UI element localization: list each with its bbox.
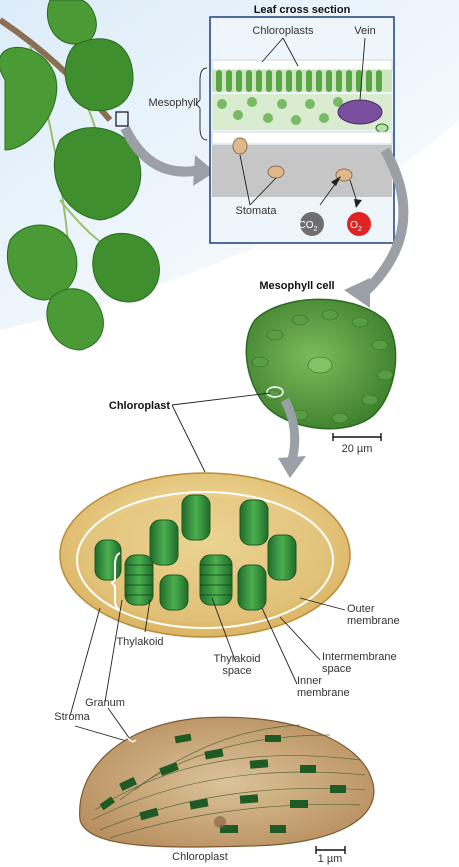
granum-bracket (110, 552, 121, 611)
micrograph-scale-bar (315, 846, 346, 854)
chloroplasts-label: Chloroplasts (252, 25, 314, 37)
chloroplast-micrograph (79, 716, 375, 848)
cell-scale-bar (332, 433, 382, 441)
stoma-mid (267, 165, 285, 179)
zoom-arrow-section-head (344, 278, 370, 308)
inner-membrane-label-2: membrane (297, 687, 350, 699)
mesophyll-cell-title: Mesophyll cell (259, 280, 334, 292)
intermembrane-label-2: space (322, 663, 351, 675)
leaf-section-title: Leaf cross section (254, 4, 351, 16)
vein-bundle (337, 99, 383, 125)
inner-membrane (76, 491, 334, 629)
zoom-arrow-section (361, 147, 409, 296)
co2-text: CO2 (299, 220, 318, 233)
inner-membrane-label-1: Inner (297, 675, 322, 687)
o2-text: O2 (350, 220, 362, 233)
leaf-branch (0, 0, 160, 351)
stomata-label: Stomata (236, 205, 278, 217)
o2-badge (347, 212, 371, 236)
leaf-cross-section (209, 16, 395, 244)
stoma-left (232, 137, 248, 155)
thylakoid-label: Thylakoid (116, 636, 163, 648)
granum-label: Granum (85, 697, 125, 709)
outer-membrane-label-1: Outer (347, 603, 375, 615)
micrograph-caption: Chloroplast (172, 851, 228, 863)
outer-membrane-label-2: membrane (347, 615, 400, 627)
intermembrane-label-1: Intermembrane (322, 651, 397, 663)
mesophyll-cell (245, 298, 397, 430)
mesophyll-label: Mesophyll (148, 97, 198, 109)
zoom-arrow-cell (280, 397, 300, 462)
leaf-zoom-marker (115, 111, 129, 127)
zoom-arrow-leaf-head (193, 155, 215, 186)
co2-badge (300, 212, 324, 236)
zoom-arrow-cell-head (278, 456, 306, 478)
grana-stacks (94, 494, 297, 611)
chloroplast-title: Chloroplast (109, 400, 170, 412)
thylakoid-space-label-1: Thylakoid (213, 653, 260, 665)
chloroplast-illustration (59, 472, 351, 638)
zoom-arrow-leaf (120, 125, 201, 177)
micrograph-granum-marker (127, 737, 137, 743)
vein-label: Vein (354, 25, 375, 37)
micrograph-scale-label: 1 µm (318, 853, 343, 865)
thylakoid-space-label-2: space (222, 665, 251, 677)
mesophyll-brace (195, 67, 208, 141)
cell-chloroplast-marker (266, 386, 284, 398)
cell-scale-label: 20 µm (342, 443, 373, 455)
stroma-label: Stroma (54, 711, 90, 723)
